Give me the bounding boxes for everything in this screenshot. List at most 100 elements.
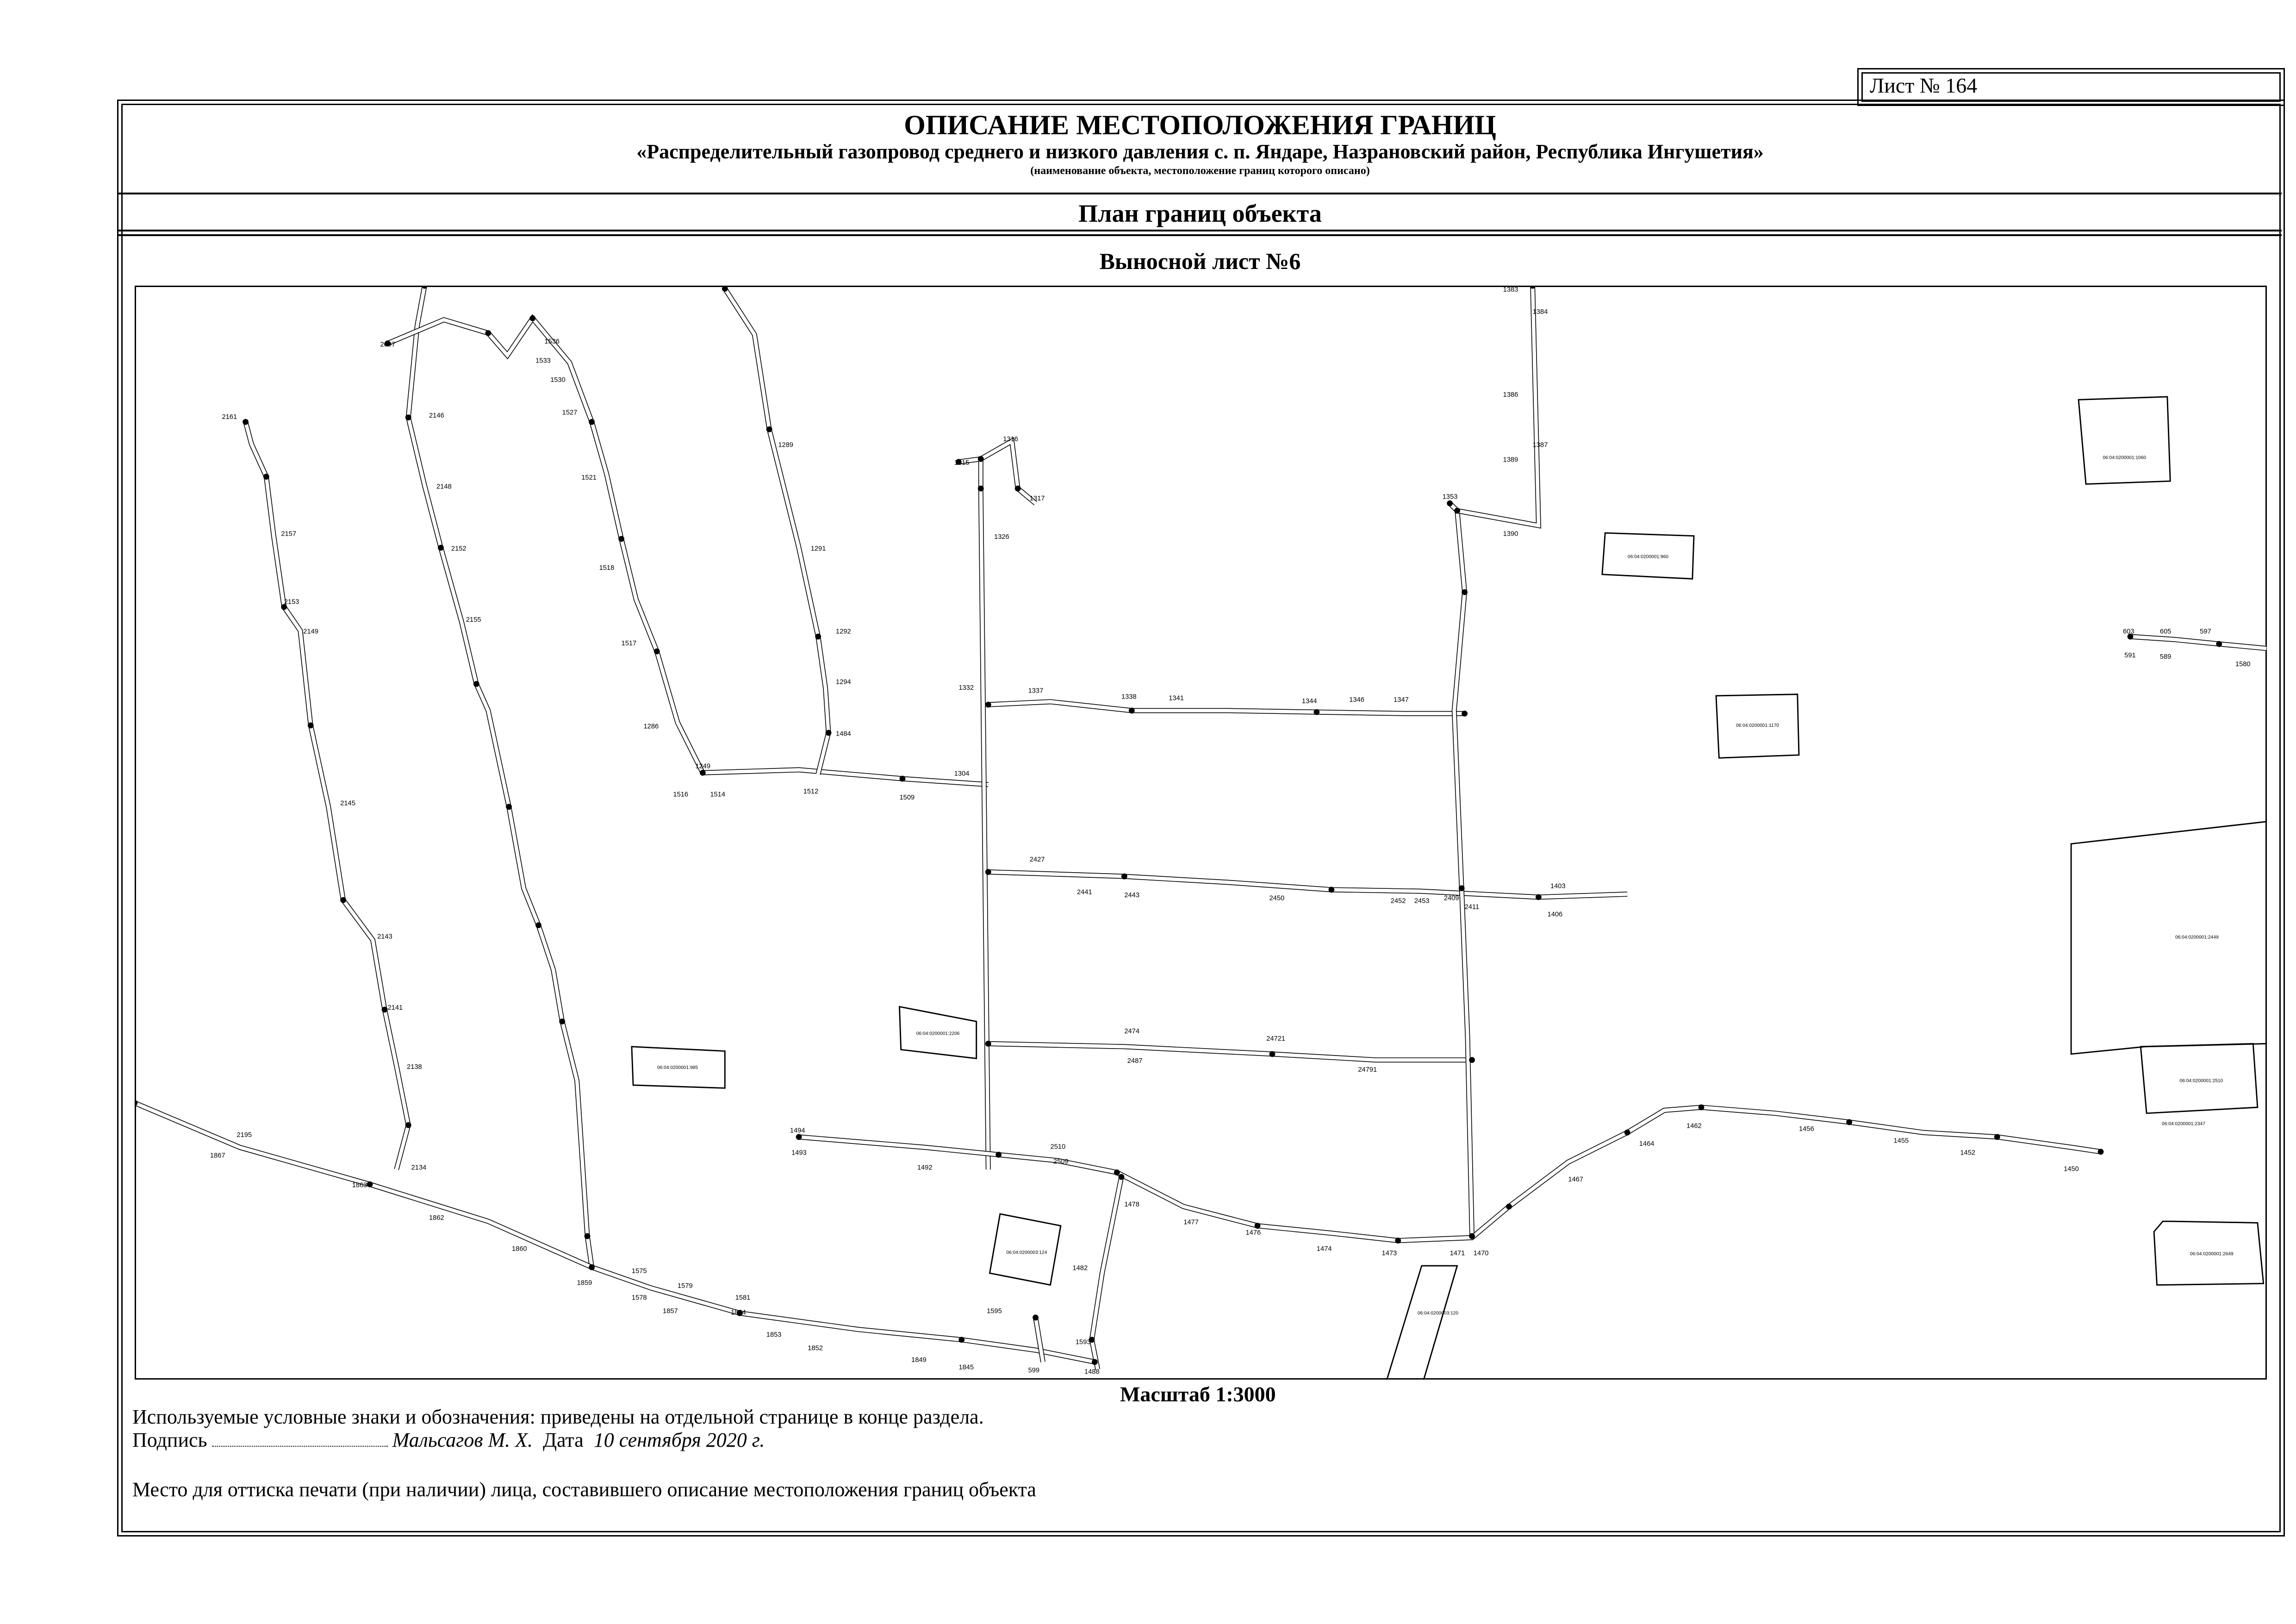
boundary-point	[405, 1122, 411, 1128]
sheet-number: Лист № 164	[1870, 74, 1978, 97]
boundary-point	[529, 315, 536, 321]
boundary-point	[1846, 1119, 1853, 1125]
boundary-point	[1454, 507, 1460, 514]
point-label: 1316	[1003, 436, 1018, 443]
point-label: 1854	[731, 1309, 746, 1317]
pipeline-boundary-line	[134, 1100, 1095, 1365]
signature-label: Подпись	[132, 1429, 207, 1451]
boundary-point	[1121, 873, 1127, 880]
boundary-point	[1033, 1314, 1039, 1321]
boundary-point	[722, 286, 728, 292]
point-label: 2411	[1465, 903, 1480, 911]
point-label: 1494	[790, 1127, 805, 1134]
point-label: 1387	[1533, 442, 1548, 449]
point-label: 1517	[622, 640, 637, 647]
parcel-label: 06:04:0200003:120	[1418, 1311, 1458, 1316]
point-label: 2097	[380, 341, 396, 348]
point-label: 1455	[1894, 1137, 1909, 1145]
boundary-points	[134, 286, 2222, 1365]
point-label: 1470	[1474, 1250, 1489, 1257]
point-label: 1403	[1550, 883, 1566, 890]
point-label: 1291	[811, 545, 826, 553]
point-label: 1852	[808, 1344, 823, 1352]
parcel-outline	[1601, 532, 1695, 580]
parcel-outline	[2070, 821, 2267, 1055]
parcel-outline	[631, 1046, 726, 1089]
point-label: 2134	[411, 1164, 427, 1171]
boundary-point	[1535, 894, 1542, 900]
pipeline-boundary-line	[405, 286, 594, 1268]
boundary-point	[1698, 1104, 1705, 1111]
point-label: 2450	[1269, 894, 1285, 902]
point-label: 1341	[1169, 695, 1184, 702]
parcel-outline	[989, 1213, 1062, 1286]
boundary-point	[1530, 286, 1536, 289]
point-label: 1406	[1548, 911, 1563, 918]
point-label: 1845	[958, 1364, 974, 1371]
point-label: 1464	[1639, 1140, 1655, 1148]
point-label: 1530	[550, 376, 566, 384]
pipeline-boundary-line	[386, 314, 989, 787]
parcel-label: 06:04:0200001:985	[657, 1065, 698, 1070]
point-label: 1580	[2235, 661, 2251, 668]
point-label: 1578	[632, 1294, 647, 1302]
point-label: 1389	[1503, 456, 1518, 464]
pipeline-boundary-line	[988, 700, 1465, 716]
point-label: 2141	[387, 1004, 403, 1012]
date-value: 10 сентября 2020 г.	[593, 1429, 765, 1451]
boundary-point	[422, 286, 428, 289]
point-label: 1315	[954, 459, 970, 467]
point-label: 605	[2160, 628, 2172, 636]
boundary-point	[1624, 1129, 1630, 1136]
point-label: 1386	[1503, 391, 1518, 399]
point-label: 589	[2160, 653, 2172, 661]
point-label: 1527	[562, 409, 578, 416]
boundary-point	[1014, 485, 1021, 492]
point-label: 1512	[803, 788, 819, 795]
point-label: 1593	[1076, 1339, 1091, 1346]
pipeline-boundary-line	[722, 287, 831, 775]
signature-field	[212, 1432, 388, 1447]
point-label: 1450	[2064, 1165, 2079, 1173]
boundary-point	[1254, 1223, 1261, 1229]
point-label: 1477	[1183, 1219, 1199, 1226]
point-label: 1518	[599, 564, 615, 572]
point-label: 1516	[673, 791, 688, 798]
object-name: «Распределительный газопровод среднего и…	[636, 140, 1764, 163]
point-label: 1488	[1084, 1368, 1100, 1376]
point-label: 1867	[210, 1152, 225, 1160]
boundary-point	[1447, 500, 1453, 506]
boundary-point	[736, 1310, 743, 1316]
point-label: 2452	[1391, 898, 1406, 905]
pipeline-boundary-line	[386, 315, 989, 787]
boundary-point	[485, 330, 492, 336]
point-label: 1384	[1533, 308, 1548, 316]
parcel-outline	[1386, 1265, 1458, 1380]
pipeline-boundary-line	[988, 870, 1628, 899]
boundary-point	[1114, 1169, 1120, 1176]
boundary-point	[1128, 707, 1135, 714]
point-label: 2510	[1051, 1143, 1066, 1151]
boundary-point	[1269, 1051, 1276, 1057]
pipeline-boundary-line	[134, 1101, 1095, 1364]
parcel-label: 06:04:0200001:2206	[916, 1031, 960, 1036]
boundary-point	[996, 1151, 1002, 1158]
point-label: 1478	[1124, 1201, 1139, 1208]
pipeline-boundary-line	[980, 438, 1037, 505]
parcel-outline	[898, 1006, 977, 1060]
point-label: 1476	[1245, 1229, 1261, 1237]
boundary-point	[1994, 1134, 2000, 1140]
pipeline-boundary-line	[243, 421, 411, 1170]
point-label: 2143	[377, 933, 392, 940]
point-label: 2152	[451, 545, 467, 553]
point-label: 1332	[958, 684, 974, 692]
point-label: 2409	[1444, 894, 1459, 902]
boundary-point	[985, 1041, 991, 1047]
pipeline-boundary-line	[979, 437, 1038, 506]
boundary-point	[134, 1099, 138, 1106]
pipeline-boundary-line	[2130, 635, 2267, 650]
point-label: 2161	[222, 413, 237, 421]
boundary-point	[1458, 885, 1465, 892]
point-label: 1249	[695, 763, 710, 770]
